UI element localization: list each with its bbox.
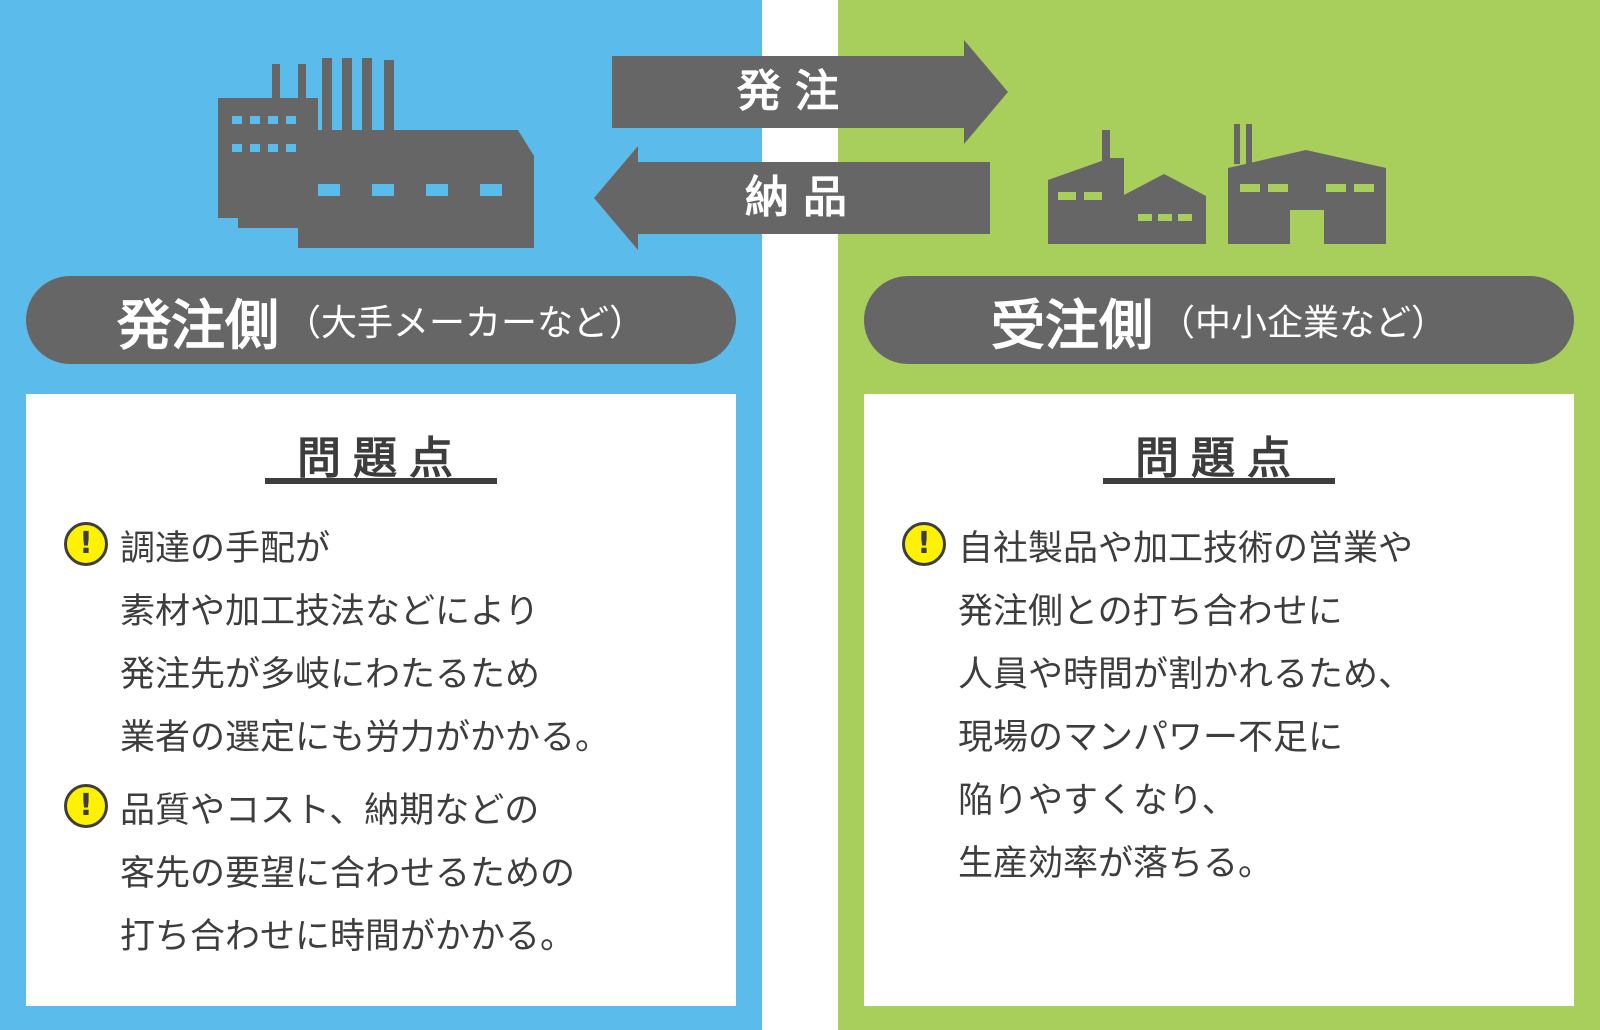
issue-line: 発注側との打ち合わせに	[958, 592, 1343, 632]
orderer-side-subtitle: （大手メーカーなど）	[284, 303, 645, 344]
orderer-problems-title: 問題点	[297, 433, 465, 484]
right-arrow-icon	[612, 40, 1008, 144]
contractor-side-label: 受注側 （中小企業など）	[864, 276, 1574, 364]
orderer-issue-1: ! 調達の手配が 素材や加工技法などにより 発注先が多岐にわたるため 業者の選定…	[64, 518, 716, 770]
delivery-label: 納品	[745, 172, 861, 223]
issue-line: 調達の手配が	[120, 529, 331, 569]
contractor-side-subtitle: （中小企業など）	[1158, 303, 1447, 344]
warning-icon: !	[64, 784, 108, 828]
contractor-side-title: 受注側	[990, 293, 1153, 357]
issue-line: 陥りやすくなり、	[958, 781, 1237, 821]
issue-line: 生産効率が落ちる。	[958, 844, 1274, 884]
contractor-panel: 受注側 （中小企業など） 問題点 ! 自社製品や加工技術の営業や 発注側との打ち…	[838, 0, 1600, 1030]
warning-icon: !	[902, 522, 946, 566]
issue-line: 自社製品や加工技術の営業や	[958, 529, 1414, 569]
contractor-problems-card: 問題点 ! 自社製品や加工技術の営業や 発注側との打ち合わせに 人員や時間が割か…	[864, 394, 1574, 1006]
orderer-issue-2: ! 品質やコスト、納期などの 客先の要望に合わせるための 打ち合わせに時間がかか…	[64, 780, 716, 969]
orderer-problems-card: 問題点 ! 調達の手配が 素材や加工技法などにより 発注先が多岐にわたるため 業…	[26, 394, 736, 1006]
delivery-arrow: 納品	[594, 146, 990, 250]
contractor-issue-1: ! 自社製品や加工技術の営業や 発注側との打ち合わせに 人員や時間が割かれるため…	[902, 518, 1554, 896]
contractor-title-underline	[1103, 478, 1335, 484]
issue-line: 客先の要望に合わせるための	[120, 854, 576, 894]
issue-line: 人員や時間が割かれるため、	[958, 655, 1414, 695]
orderer-title-underline	[265, 478, 497, 484]
issue-line: 業者の選定にも労力がかかる。	[120, 718, 611, 758]
issue-line: 品質やコスト、納期などの	[120, 791, 540, 831]
large-factory-icon	[218, 58, 548, 248]
orderer-side-title: 発注側	[116, 293, 279, 357]
orderer-side-label: 発注側 （大手メーカーなど）	[26, 276, 736, 364]
warning-icon: !	[64, 522, 108, 566]
contractor-problems-title: 問題点	[1135, 433, 1303, 484]
order-arrow: 発注	[612, 40, 1008, 144]
issue-line: 打ち合わせに時間がかかる。	[120, 917, 576, 957]
order-label: 発注	[737, 66, 853, 117]
issue-line: 現場のマンパワー不足に	[958, 718, 1344, 758]
issue-line: 発注先が多岐にわたるため	[120, 655, 541, 695]
left-arrow-icon	[594, 146, 990, 250]
issue-line: 素材や加工技法などにより	[120, 592, 540, 632]
small-factories-icon	[1048, 122, 1398, 244]
